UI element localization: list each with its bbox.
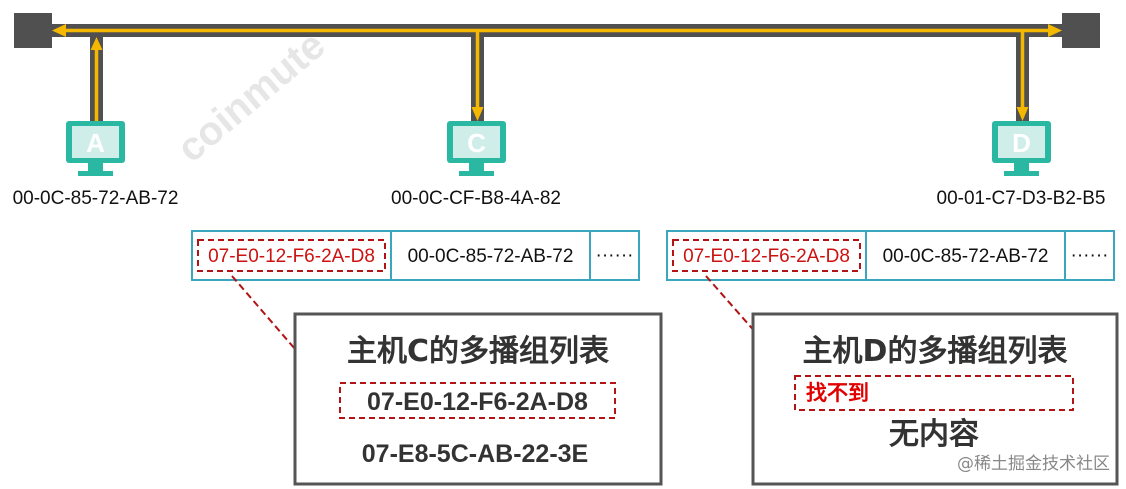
frame-src-mac: 00-0C-85-72-AB-72 [408, 246, 574, 267]
not-found-label: 找不到 [806, 381, 869, 405]
arrow-up-icon [90, 37, 103, 50]
bus-arrow-right [1048, 24, 1062, 37]
watermark-text: @稀土掘金技术社区 [957, 454, 1110, 474]
drop-line-a [90, 37, 103, 121]
empty-label: 无内容 [889, 417, 979, 452]
host-a: A 00-0C-85-72-AB-72 [13, 121, 179, 209]
not-found-highlight [794, 375, 1074, 411]
monitor-icon [992, 121, 1051, 176]
host-d: D 00-01-C7-D3-B2-B5 [937, 121, 1106, 209]
drop-line-c [471, 30, 484, 121]
group-entry: 07-E0-12-F6-2A-D8 [367, 388, 588, 416]
ethernet-bus [14, 13, 1100, 48]
bus-arrow-left [52, 24, 66, 37]
dest-highlight [672, 239, 861, 272]
monitor-icon [66, 121, 125, 176]
group-list-title: 主机C的多播组列表 [347, 334, 609, 369]
frame-dest-mac: 07-E0-12-F6-2A-D8 [683, 246, 850, 267]
frame-left: 07-E0-12-F6-2A-D8 00-0C-85-72-AB-72 ····… [191, 230, 640, 281]
frame-more: ······ [1071, 245, 1109, 266]
drop-line-d [1016, 30, 1029, 121]
host-letter: A [86, 128, 105, 158]
frame-more: ······ [596, 245, 634, 266]
host-mac-address: 00-01-C7-D3-B2-B5 [937, 188, 1106, 209]
host-letter: D [1012, 128, 1031, 158]
group-list-d: 主机D的多播组列表 找不到 无内容 [751, 312, 1119, 486]
frame-src-mac: 00-0C-85-72-AB-72 [883, 246, 1049, 267]
bus-terminator-left [14, 13, 52, 48]
group-entry: 07-E8-5C-AB-22-3E [362, 440, 588, 468]
group-list-title: 主机D的多播组列表 [803, 334, 1068, 369]
arrow-down-icon [1016, 107, 1029, 121]
bus-terminator-right [1062, 13, 1100, 48]
group-list-c: 主机C的多播组列表 07-E0-12-F6-2A-D8 07-E8-5C-AB-… [293, 312, 663, 486]
host-mac-address: 00-0C-85-72-AB-72 [13, 188, 179, 209]
host-letter: C [467, 128, 486, 158]
host-mac-address: 00-0C-CF-B8-4A-82 [391, 188, 561, 209]
host-c: C 00-0C-CF-B8-4A-82 [391, 121, 561, 209]
frame-dest-mac: 07-E0-12-F6-2A-D8 [208, 246, 375, 267]
background-watermark: coinmute [169, 23, 333, 171]
matched-entry-highlight [339, 382, 616, 419]
monitor-icon [447, 121, 506, 176]
arrow-down-icon [471, 107, 484, 121]
frame-right: 07-E0-12-F6-2A-D8 00-0C-85-72-AB-72 ····… [666, 230, 1115, 281]
dest-highlight [197, 239, 386, 272]
